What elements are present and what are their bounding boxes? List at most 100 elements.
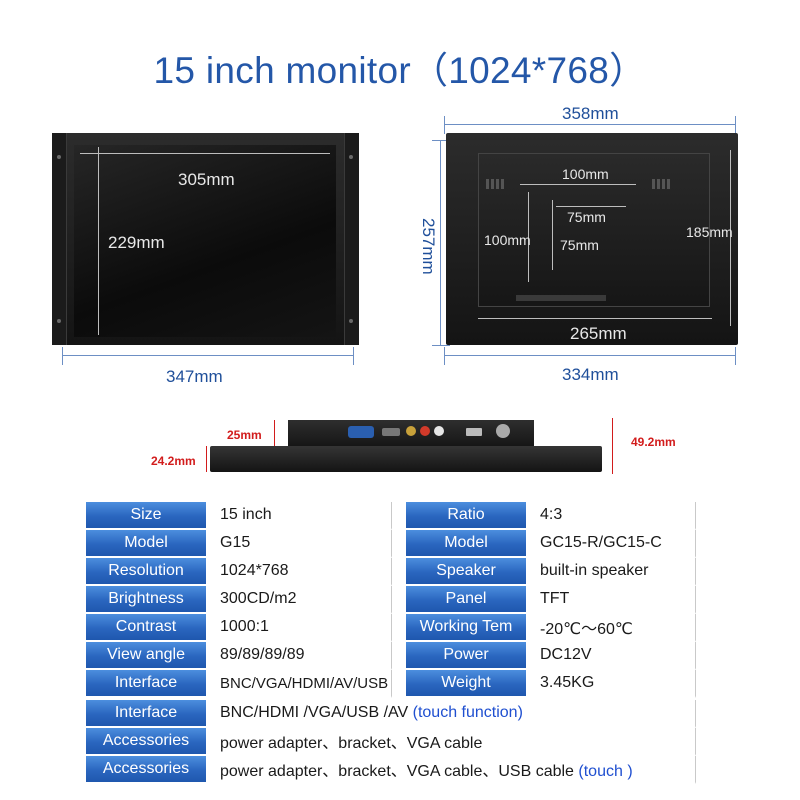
- vesa-100-h-label: 100mm: [562, 166, 609, 182]
- inner-height-label: 185mm: [686, 224, 733, 240]
- back-top-line: [444, 124, 736, 125]
- vesa-100-h-guide: [520, 184, 636, 185]
- ear-hole: [349, 155, 353, 159]
- side-front-depth-label: 24.2mm: [151, 454, 196, 468]
- back-bottom-tick: [444, 347, 445, 365]
- front-screen-width-label: 305mm: [178, 170, 235, 189]
- bnc-port-icon: [496, 424, 510, 438]
- spec-value-cell: power adapter、bracket、VGA cable、USB cabl…: [206, 756, 696, 784]
- table-row: Accessories power adapter、bracket、VGA ca…: [86, 728, 696, 756]
- spec-label: Resolution: [86, 558, 206, 586]
- vesa-75-v-guide: [552, 200, 553, 270]
- spec-value: TFT: [526, 586, 696, 614]
- inner-width-guide: [478, 318, 712, 319]
- spec-label: Power: [406, 642, 526, 670]
- back-width-label: 358mm: [562, 104, 619, 123]
- spec-value: -20℃～60℃: [526, 614, 696, 642]
- spec-label: Brightness: [86, 586, 206, 614]
- vga-port-icon: [348, 426, 374, 438]
- side-front-depth-line: [206, 446, 207, 472]
- av-port-icon: [406, 426, 416, 436]
- back-panel: [478, 153, 710, 307]
- spec-value: built-in speaker: [526, 558, 696, 586]
- back-bottom-width-label: 334mm: [562, 365, 619, 384]
- spec-note: (touch function): [412, 704, 523, 721]
- spec-value: 3.45KG: [526, 670, 696, 698]
- spec-value: 1000:1: [206, 614, 392, 642]
- side-view: [210, 418, 602, 474]
- back-top-tick: [444, 116, 445, 134]
- spec-value: GC15-R/GC15-C: [526, 530, 696, 558]
- spec-label: Working Tem: [406, 614, 526, 642]
- spec-label: Accessories: [86, 756, 206, 784]
- spec-value: G15: [206, 530, 392, 558]
- front-width-line: [62, 355, 354, 356]
- side-back-depth-label: 25mm: [227, 428, 262, 442]
- left-ear: [52, 133, 67, 345]
- spec-value: DC12V: [526, 642, 696, 670]
- spec-label: Contrast: [86, 614, 206, 642]
- back-height-tick: [432, 345, 450, 346]
- front-screen-height-label: 229mm: [108, 233, 165, 252]
- spec-value: 89/89/89/89: [206, 642, 392, 670]
- front-width-label: 347mm: [166, 367, 223, 386]
- spec-label: Model: [406, 530, 526, 558]
- back-bottom-line: [444, 355, 736, 356]
- spec-label: Panel: [406, 586, 526, 614]
- spec-value: power adapter、bracket、VGA cable、USB cabl…: [220, 763, 579, 780]
- spec-label: Interface: [86, 700, 206, 728]
- ear-hole: [57, 155, 61, 159]
- ear-hole: [349, 319, 353, 323]
- screen-width-guide: [80, 153, 330, 154]
- spec-value: 1024*768: [206, 558, 392, 586]
- inner-height-guide: [730, 150, 731, 326]
- table-row: Interface BNC/HDMI /VGA/USB /AV (touch f…: [86, 700, 696, 728]
- spec-label: Speaker: [406, 558, 526, 586]
- table-row: Working Tem-20℃～60℃: [406, 614, 696, 642]
- right-ear: [344, 133, 359, 345]
- side-front-panel: [210, 446, 602, 472]
- spec-value: 15 inch: [206, 502, 392, 530]
- back-height-line: [440, 140, 441, 346]
- port-strip: [516, 295, 606, 301]
- inner-width-label: 265mm: [570, 324, 627, 343]
- vent-icon: [652, 179, 670, 189]
- spec-table-full: Interface BNC/HDMI /VGA/USB /AV (touch f…: [86, 700, 696, 784]
- spec-label: Size: [86, 502, 206, 530]
- vent-icon: [486, 179, 504, 189]
- vesa-75-v-label: 75mm: [560, 237, 599, 253]
- spec-label: Ratio: [406, 502, 526, 530]
- front-width-tick: [353, 347, 354, 365]
- back-top-tick: [735, 116, 736, 134]
- back-bottom-tick: [735, 347, 736, 365]
- side-back-depth-line: [274, 420, 275, 446]
- page-title: 15 inch monitor（1024*768）: [153, 50, 647, 91]
- back-height-tick: [432, 140, 450, 141]
- spec-note: (touch ): [578, 763, 633, 780]
- front-screen: [74, 145, 336, 337]
- back-height-label: 257mm: [419, 218, 438, 275]
- front-width-tick: [62, 347, 63, 365]
- spec-label: Weight: [406, 670, 526, 698]
- spec-value: BNC/HDMI /VGA/USB /AV: [220, 704, 413, 721]
- hdmi-port-icon: [382, 428, 400, 436]
- spec-value: 300CD/m2: [206, 586, 392, 614]
- spec-label: Accessories: [86, 728, 206, 756]
- side-total-depth-label: 49.2mm: [631, 435, 676, 449]
- av-port-icon: [420, 426, 430, 436]
- usb-port-icon: [466, 428, 482, 436]
- av-port-icon: [434, 426, 444, 436]
- vesa-100-v-label: 100mm: [484, 232, 531, 248]
- screen-height-guide: [98, 147, 99, 335]
